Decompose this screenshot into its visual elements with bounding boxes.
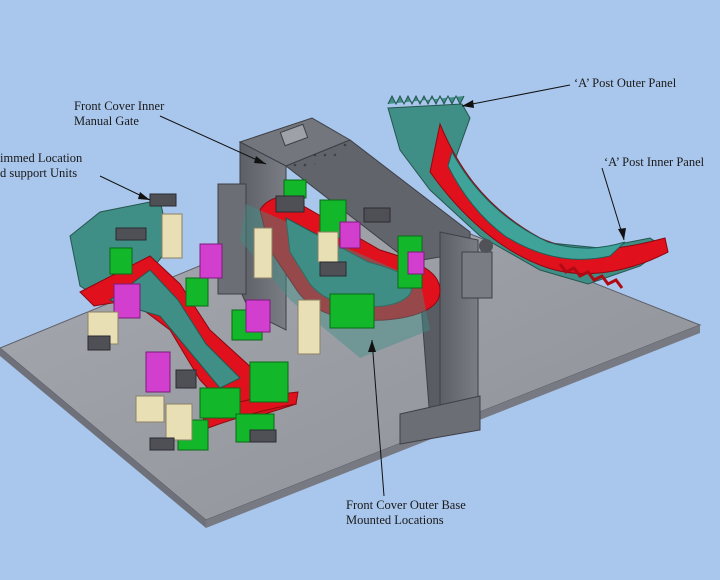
label-trimmed-location-line2: d support Units bbox=[0, 166, 78, 180]
manual-gate-frame bbox=[217, 117, 493, 445]
label-front-cover-inner: Front Cover Inner Manual Gate bbox=[74, 99, 164, 129]
label-front-cover-inner-line1: Front Cover Inner bbox=[74, 99, 165, 113]
label-a-post-inner-panel: ‘A’ Post Inner Panel bbox=[604, 155, 705, 169]
a-post-panel-assembly bbox=[387, 94, 669, 289]
leader-arrowheads bbox=[138, 100, 626, 352]
support-units bbox=[87, 213, 339, 441]
label-front-cover-outer: Front Cover Outer Base Mounted Locations bbox=[346, 498, 466, 528]
clamp-heads bbox=[87, 193, 391, 451]
front-cover-inner-panel bbox=[240, 196, 441, 358]
clamp-units bbox=[113, 221, 425, 393]
label-front-cover-outer-line1: Front Cover Outer Base bbox=[346, 498, 466, 512]
label-front-cover-outer-line2: Mounted Locations bbox=[346, 513, 444, 527]
label-a-post-outer-panel: ‘A’ Post Outer Panel bbox=[574, 76, 677, 90]
leader-lines bbox=[99, 84, 625, 497]
label-trimmed-location: immed Location d support Units bbox=[0, 151, 82, 181]
label-trimmed-location-line1: immed Location bbox=[0, 151, 83, 165]
label-front-cover-inner-line2: Manual Gate bbox=[74, 114, 139, 128]
